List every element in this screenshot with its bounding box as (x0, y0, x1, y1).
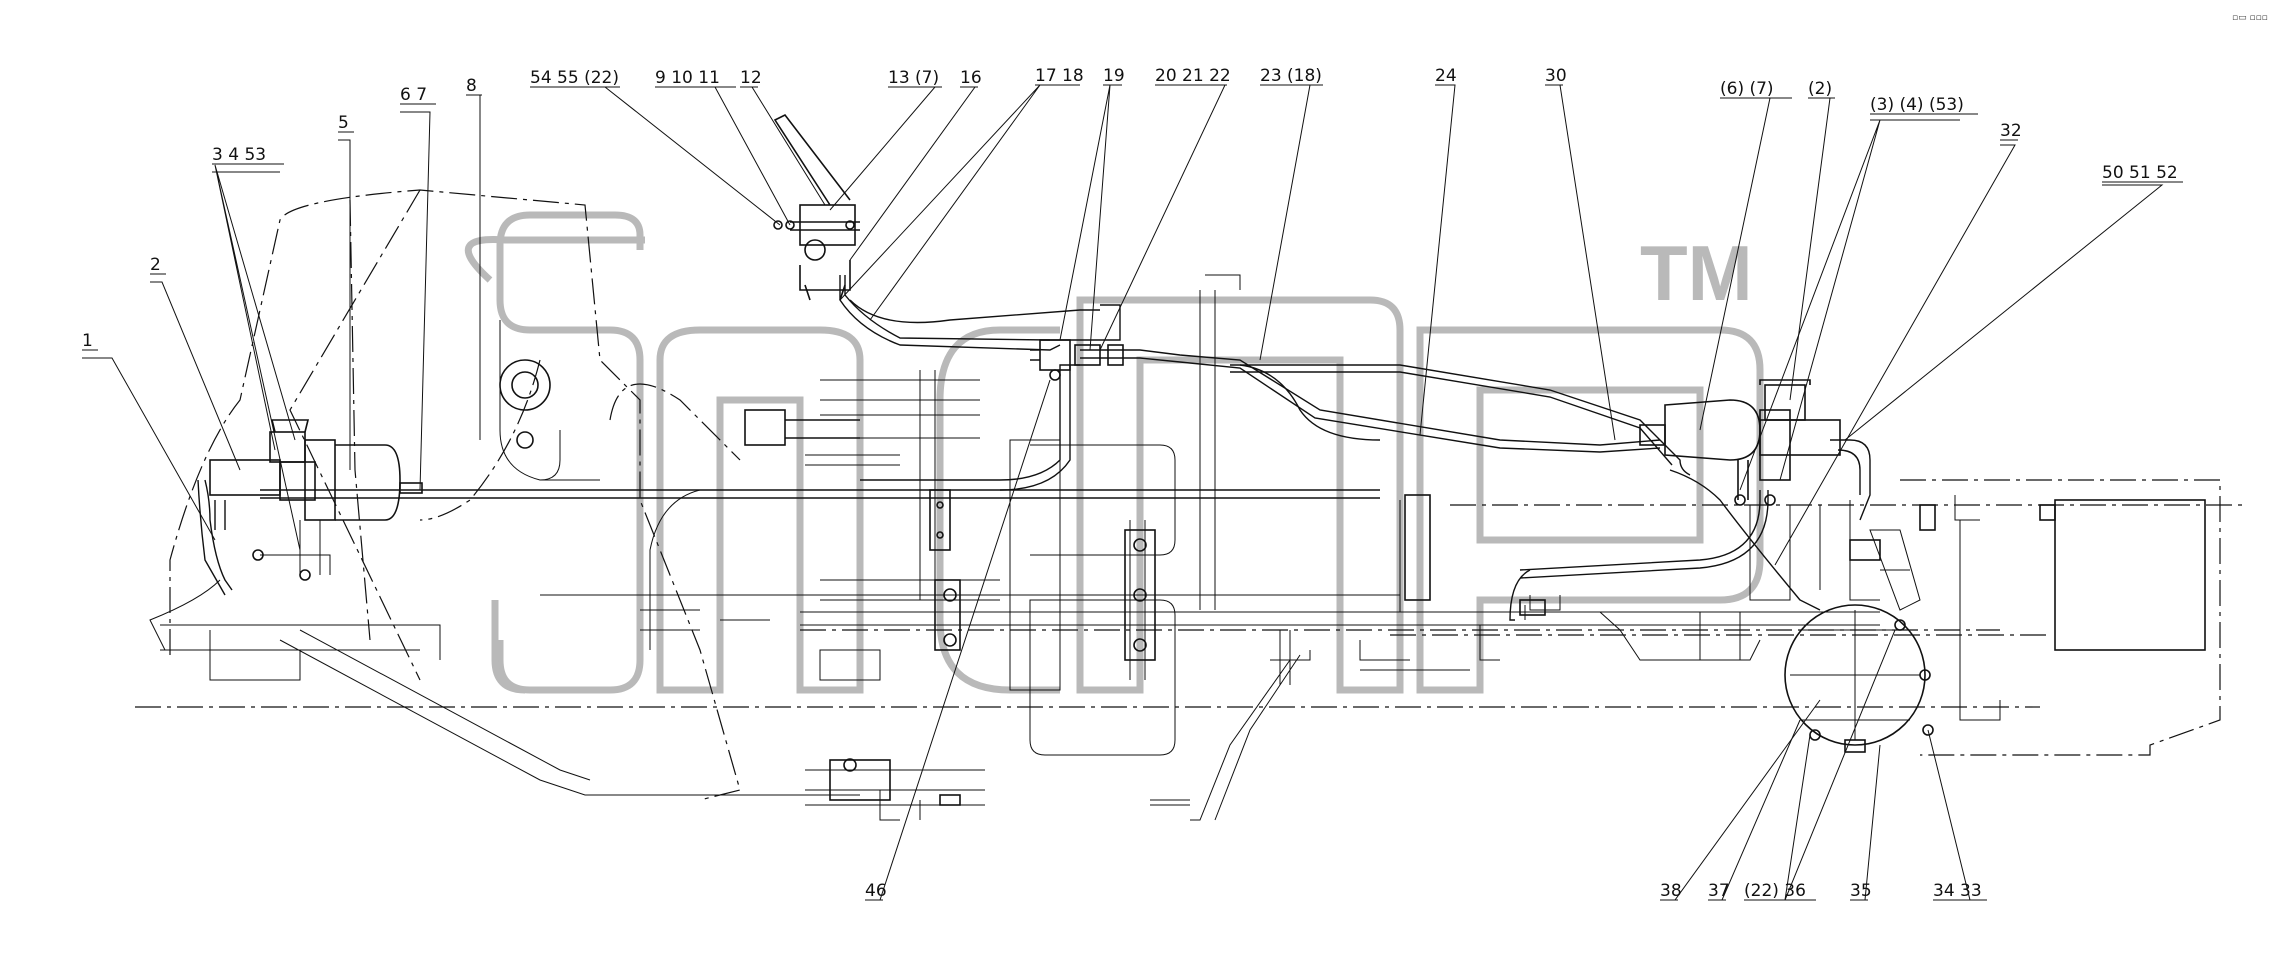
leader-lines (82, 84, 2164, 901)
callout-c17: 17 18 (1035, 66, 1084, 86)
callout-c54: 54 55 (22) (530, 68, 619, 88)
callout-c34: 34 33 (1933, 881, 1982, 901)
callout-c37: 37 (1708, 881, 1730, 901)
callout-c50: 50 51 52 (2102, 163, 2178, 183)
callout-c13: 13 (7) (888, 68, 939, 88)
callout-c38: 38 (1660, 881, 1682, 901)
callout-c32: 32 (2000, 121, 2022, 141)
watermark-trademark: TM (1640, 229, 1753, 317)
callout-c46: 46 (865, 881, 887, 901)
chassis-frame (149, 274, 2206, 821)
callout-c35: 35 (1850, 881, 1872, 901)
callout-c1: 1 (82, 331, 93, 351)
callout-c30: 30 (1545, 66, 1567, 86)
callout-c8: 8 (466, 76, 477, 96)
callout-c3b: (3) (4) (53) (1870, 95, 1964, 115)
brake-pipes (197, 275, 1871, 621)
callout-c3: 3 4 53 (212, 145, 266, 165)
callout-c5: 5 (338, 113, 349, 133)
corner-mark: ▫▭ ▫▫▫ (2232, 13, 2268, 23)
watermark-logo: TM (464, 211, 1764, 694)
center-lines (135, 189, 2245, 801)
callout-c9: 9 10 11 (655, 68, 720, 88)
callout-c19: 19 (1103, 66, 1125, 86)
callout-c16: 16 (960, 68, 982, 88)
callout-c6b: (6) (7) (1720, 79, 1774, 99)
callout-c2: 2 (150, 255, 161, 275)
callout-c20: 20 21 22 (1155, 66, 1231, 86)
callout-c24: 24 (1435, 66, 1457, 86)
callout-c6: 6 7 (400, 85, 427, 105)
components (209, 113, 2056, 806)
callout-c23: 23 (18) (1260, 66, 1322, 86)
callout-c2b: (2) (1808, 79, 1832, 99)
callout-c12: 12 (740, 68, 762, 88)
callout-c22: (22) 36 (1744, 881, 1806, 901)
